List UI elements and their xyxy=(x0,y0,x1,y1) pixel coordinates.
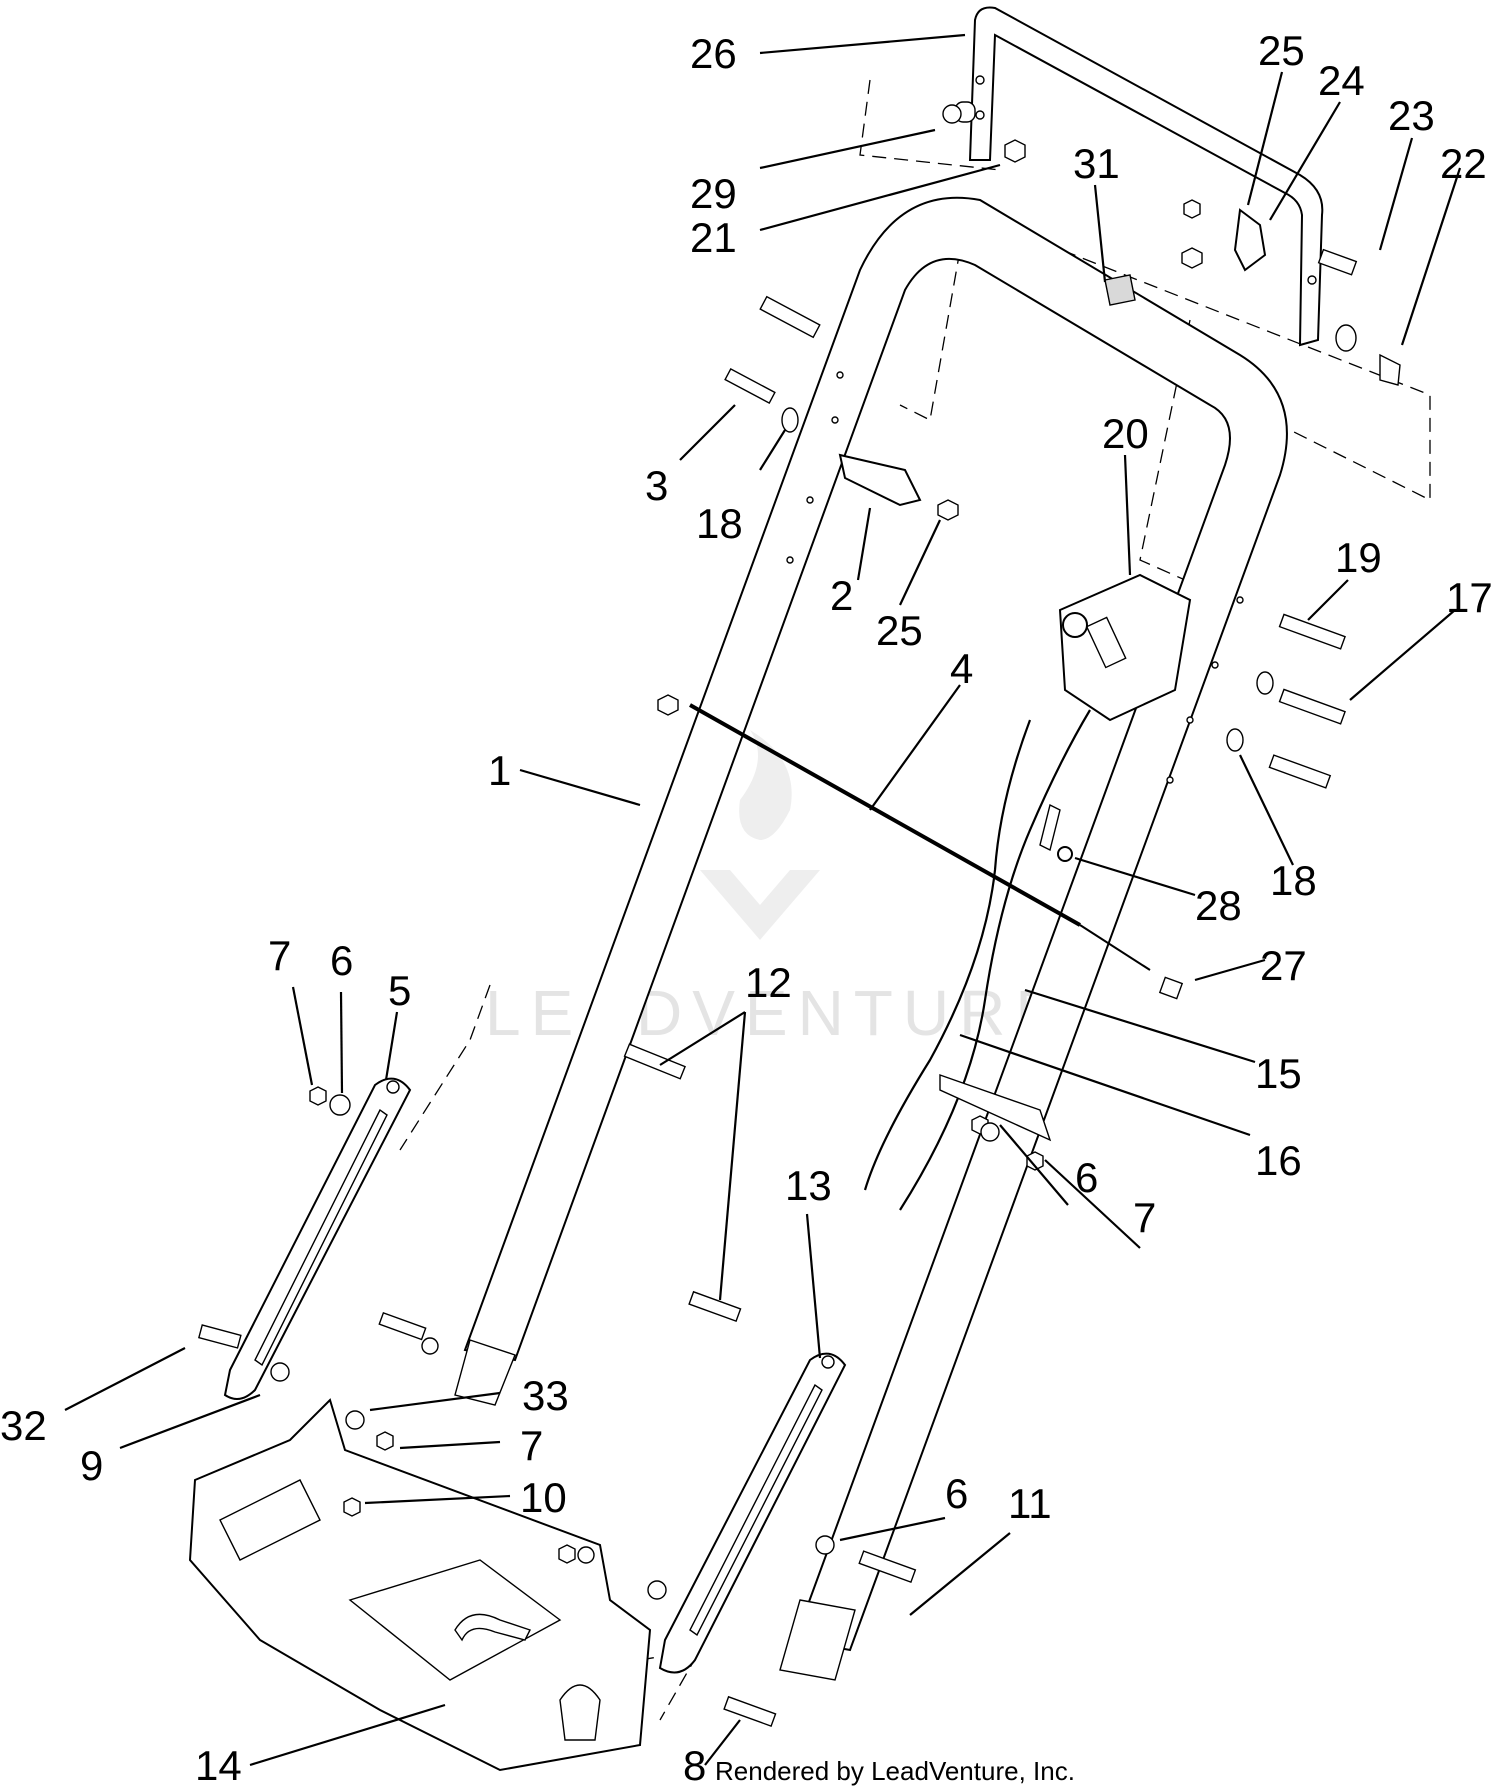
callout-25-mid: 25 xyxy=(876,607,923,654)
callout-10: 10 xyxy=(520,1474,567,1521)
callout-21: 21 xyxy=(690,214,737,261)
callout-6-lower: 6 xyxy=(945,1470,968,1517)
callout-29: 29 xyxy=(690,170,737,217)
mower-deck xyxy=(188,1398,652,1772)
callout-22: 22 xyxy=(1440,140,1487,187)
callout-7-lower: 7 xyxy=(520,1422,543,1469)
assembly-guide-lines xyxy=(399,79,1431,1721)
callout-27: 27 xyxy=(1260,942,1307,989)
callout-23: 23 xyxy=(1388,92,1435,139)
callout-26: 26 xyxy=(690,30,737,77)
callout-6-right: 6 xyxy=(1075,1154,1098,1201)
callout-18-right: 18 xyxy=(1270,857,1317,904)
callout-leader-lines xyxy=(64,33,1462,1767)
callout-13: 13 xyxy=(785,1162,832,1209)
callout-6-upper: 6 xyxy=(330,937,353,984)
callout-5: 5 xyxy=(388,967,411,1014)
callout-16: 16 xyxy=(1255,1137,1302,1184)
callout-2: 2 xyxy=(830,572,853,619)
callout-25-top: 25 xyxy=(1258,27,1305,74)
callout-7-upper: 7 xyxy=(268,932,291,979)
callout-12: 12 xyxy=(745,959,792,1006)
upper-control-bar xyxy=(968,6,1324,347)
fasteners xyxy=(198,101,1401,1728)
callout-7-right: 7 xyxy=(1133,1194,1156,1241)
callout-17: 17 xyxy=(1446,574,1493,621)
callout-15: 15 xyxy=(1255,1050,1302,1097)
callout-28: 28 xyxy=(1195,882,1242,929)
cross-rod xyxy=(689,703,1184,1000)
callout-11: 11 xyxy=(1008,1480,1052,1527)
callout-14: 14 xyxy=(195,1742,242,1788)
callout-33: 33 xyxy=(522,1372,569,1419)
control-box xyxy=(1058,573,1192,722)
callout-labels: 26 25 24 23 22 29 21 31 3 18 2 25 20 19 … xyxy=(0,27,1493,1788)
callout-4: 4 xyxy=(950,645,973,692)
credit-text: Rendered by LeadVenture, Inc. xyxy=(715,1756,1075,1786)
callout-9: 9 xyxy=(80,1442,103,1489)
right-lower-link xyxy=(658,1352,847,1674)
callout-24: 24 xyxy=(1318,57,1365,104)
callout-8: 8 xyxy=(683,1742,706,1788)
left-lower-link xyxy=(223,1077,412,1400)
control-cables xyxy=(863,709,1091,1211)
callout-32: 32 xyxy=(0,1402,47,1449)
callout-31: 31 xyxy=(1073,140,1120,187)
callout-18-left: 18 xyxy=(696,500,743,547)
callout-20: 20 xyxy=(1102,410,1149,457)
main-handle-frame xyxy=(454,196,1288,1681)
callout-3: 3 xyxy=(645,462,668,509)
callout-1: 1 xyxy=(488,747,511,794)
callout-19: 19 xyxy=(1335,534,1382,581)
